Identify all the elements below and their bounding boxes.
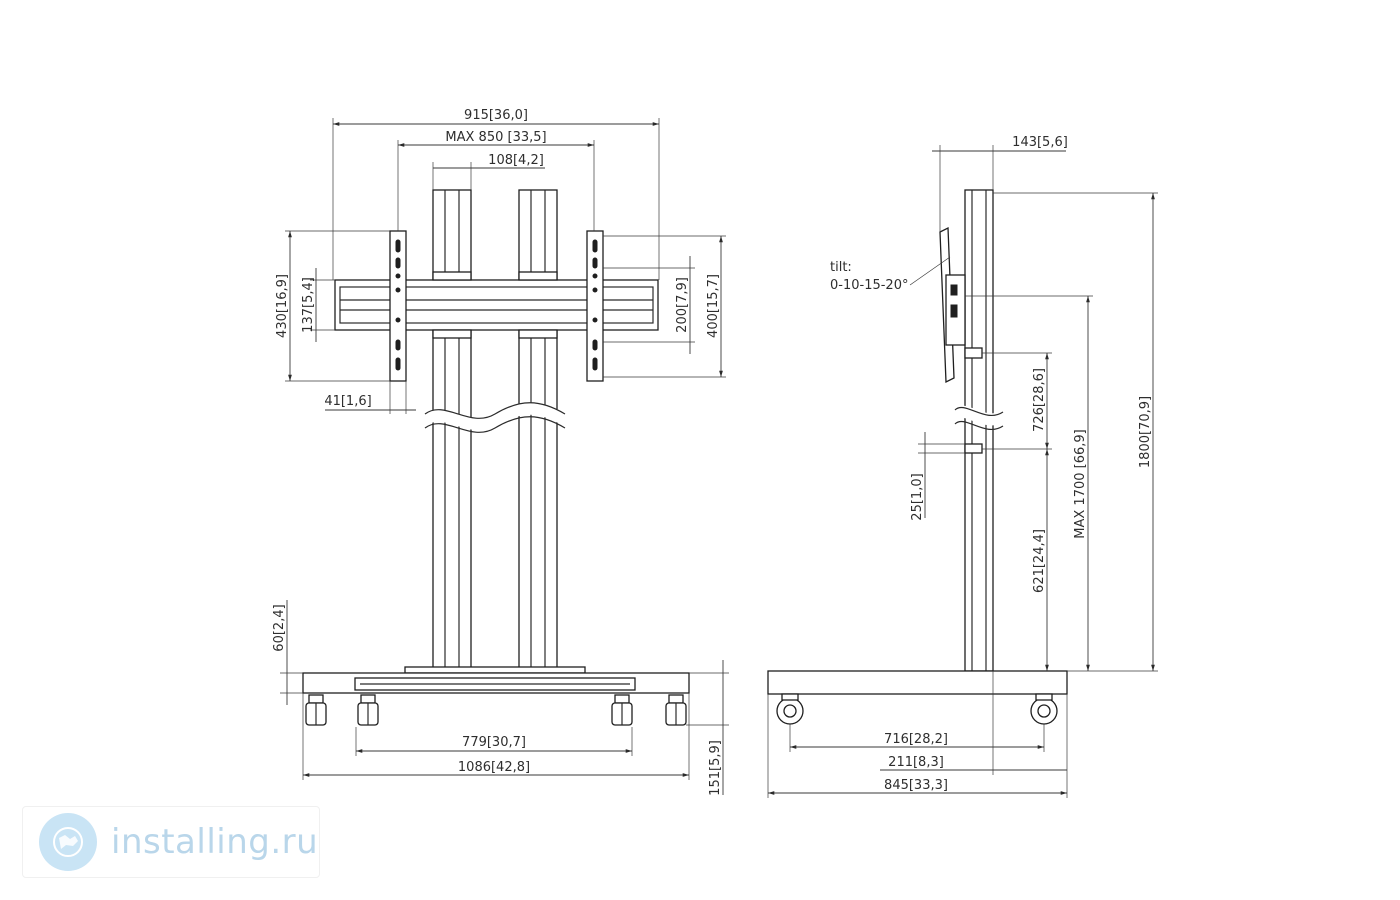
dim-label-bracket-depth: 41[1,6]: [324, 394, 371, 409]
dim-vesa-inner: 200[7,9]: [603, 256, 695, 354]
front-caster-1: [305, 694, 327, 726]
dim-base-depth: 845[33,3]: [767, 694, 1068, 798]
dim-max-interface: MAX 850 [33,5]: [397, 130, 595, 231]
dim-overall-width: 915[36,0]: [332, 108, 660, 280]
dim-label-base-width: 1086[42,8]: [458, 760, 530, 775]
dim-label-caster-spacing-side: 716[28,2]: [884, 732, 948, 747]
side-break-mark: [954, 407, 1004, 417]
dim-base-width: 1086[42,8]: [302, 693, 690, 780]
dim-caster-spacing-side: 716[28,2]: [789, 724, 1045, 752]
dim-label-column-spacing: 108[4,2]: [488, 153, 544, 168]
front-bracket-left: [389, 230, 407, 382]
front-caster-2: [357, 694, 379, 726]
dim-label-adjust-range: 726[28,6]: [1032, 368, 1047, 432]
front-break-mark: [421, 402, 569, 431]
dim-label-caster-spacing-front: 779[30,7]: [462, 735, 526, 750]
side-base: [767, 670, 1068, 725]
dim-label-depth-top: 143[5,6]: [1012, 135, 1068, 150]
dim-bracket-depth: 41[1,6]: [324, 381, 416, 414]
front-caster-3: [611, 694, 633, 726]
dim-depth-top: 143[5,6]: [932, 135, 1068, 232]
front-bracket-right: [586, 230, 604, 382]
dim-wheel-height: 151[5,9]: [686, 660, 729, 796]
dim-vesa-outer: 400[15,7]: [603, 235, 726, 378]
dim-label-bracket-height: 430[16,9]: [275, 274, 290, 338]
dim-label-wheel-height: 151[5,9]: [708, 740, 723, 796]
side-view: tilt: 0-10-15-20° 143[5,6] 726[28,6]: [767, 135, 1158, 798]
dim-label-column-offset: 211[8,3]: [888, 755, 944, 770]
side-tilt-mount: [939, 226, 983, 454]
dim-column-spacing: 108[4,2]: [432, 153, 545, 190]
front-column-left: [432, 189, 472, 674]
dim-max-height: MAX 1700 [66,9]: [965, 295, 1093, 671]
dim-label-vesa-outer: 400[15,7]: [706, 274, 721, 338]
front-view: 915[36,0] MAX 850 [33,5] 108[4,2] 430[16…: [272, 108, 729, 796]
dim-label-base-depth: 845[33,3]: [884, 778, 948, 793]
dim-caster-spacing-front: 779[30,7]: [355, 727, 633, 756]
front-caster-4: [665, 694, 687, 726]
dim-label-total-height: 1800[70,9]: [1138, 396, 1153, 468]
front-column-right: [518, 189, 558, 674]
front-crossbar: [334, 271, 659, 339]
dim-adjust-range: 726[28,6]: [982, 352, 1052, 450]
dim-label-overall-width: 915[36,0]: [464, 108, 528, 123]
globe-logo-icon: [39, 813, 97, 871]
front-base: [302, 666, 690, 694]
dim-small-offset: 25[1,0]: [910, 432, 965, 521]
dim-crossbar-height: 137[5,4]: [301, 268, 335, 342]
dim-label-min-height: 621[24,4]: [1032, 529, 1047, 593]
dim-label-max-height: MAX 1700 [66,9]: [1073, 429, 1088, 538]
dim-label-small-offset: 25[1,0]: [910, 473, 925, 520]
dim-min-height: 621[24,4]: [1032, 449, 1049, 671]
dim-bracket-height: 430[16,9]: [275, 230, 390, 382]
dim-label-base-height: 60[2,4]: [272, 604, 287, 651]
side-column: [964, 189, 994, 672]
dim-column-offset: 211[8,3]: [880, 671, 1067, 775]
dim-label-crossbar-height: 137[5,4]: [301, 277, 316, 333]
watermark-text: installing.ru: [111, 822, 319, 862]
dim-label-max-interface: MAX 850 [33,5]: [445, 130, 546, 145]
dim-total-height: 1800[70,9]: [993, 192, 1158, 672]
watermark: installing.ru: [22, 806, 320, 878]
dim-label-vesa-inner: 200[7,9]: [675, 277, 690, 333]
dim-base-height: 60[2,4]: [272, 600, 303, 705]
tilt-label: tilt:: [830, 260, 852, 275]
tilt-values: 0-10-15-20°: [830, 278, 908, 293]
